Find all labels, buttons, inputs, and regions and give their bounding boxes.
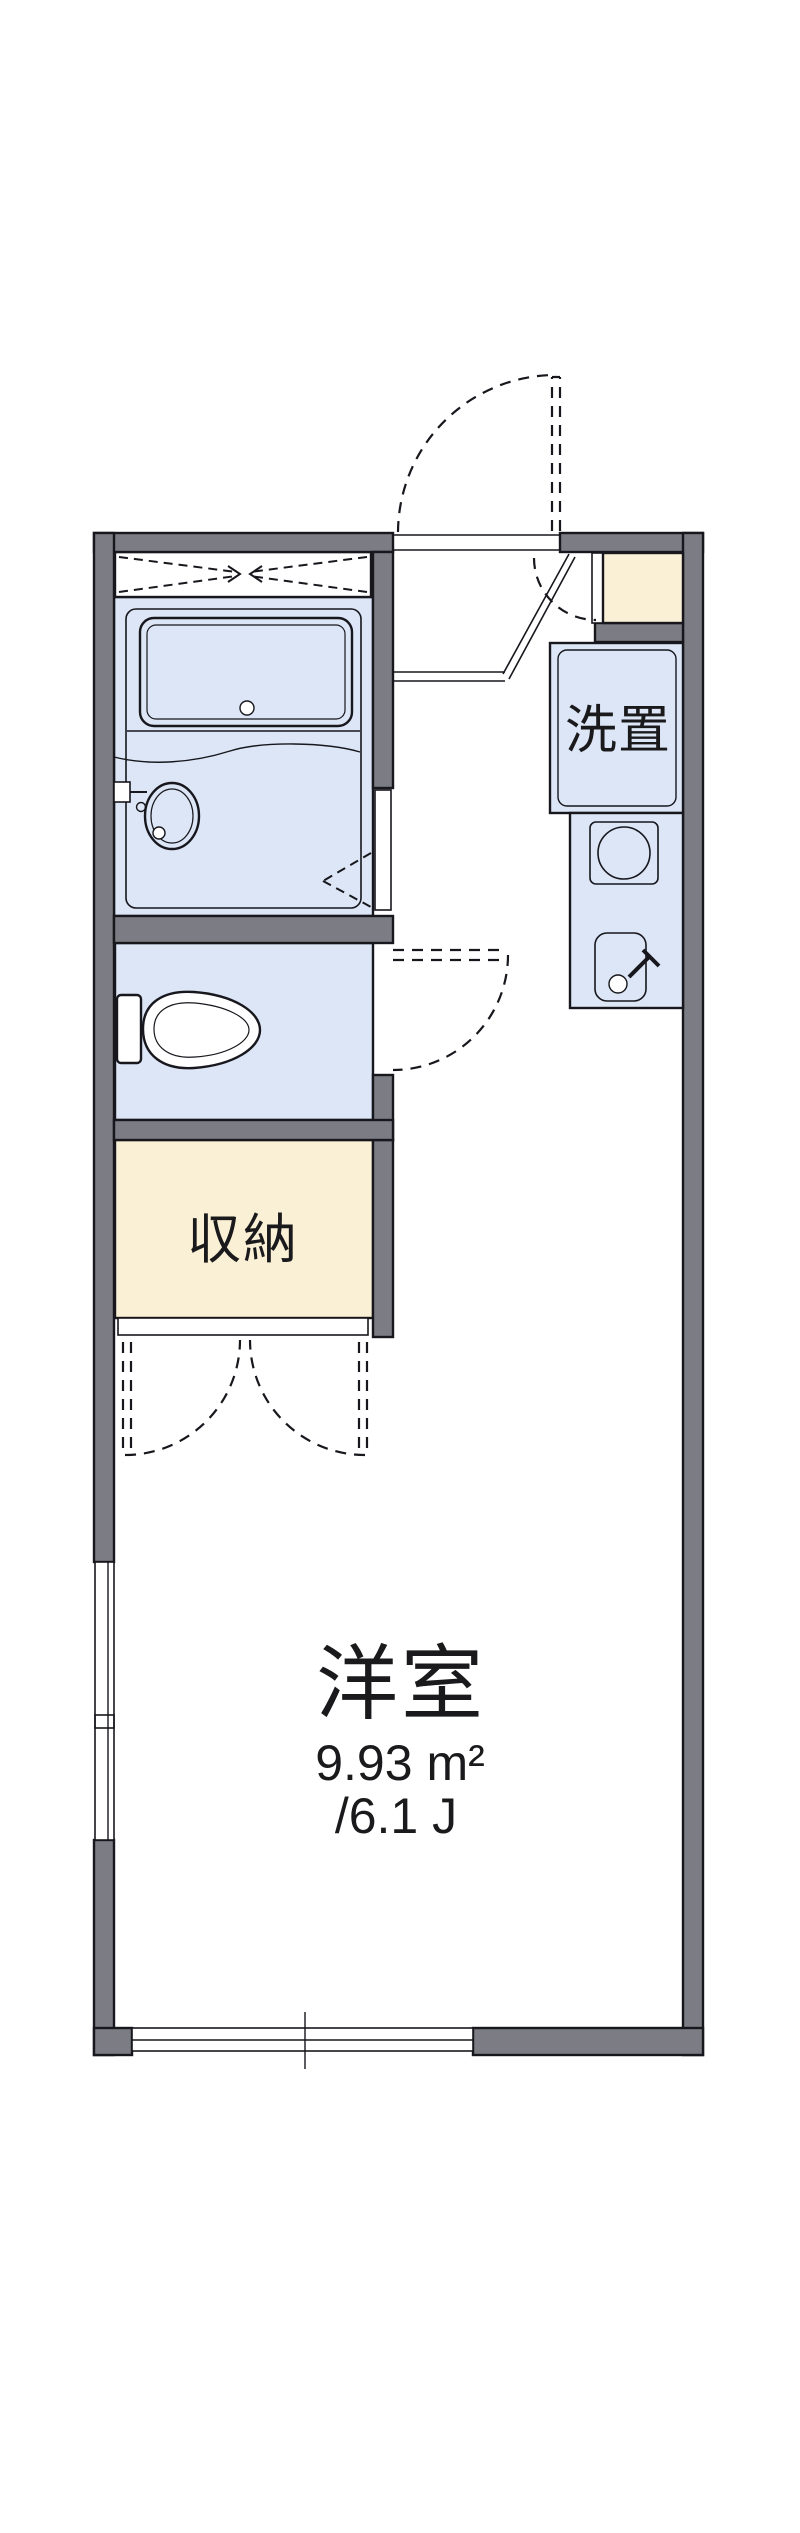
window-left-separator [94,1714,115,1729]
chevron-right-icon [227,565,242,583]
closet-door-swing-icon [248,1339,366,1457]
window-left-frame [94,1561,115,1841]
shoe-cabinet-door-swing-icon [532,557,597,622]
toilet-bowl-inner-line [153,1002,250,1058]
partition-closet-corridor [371,1138,395,1339]
outer-wall-top-left [92,531,395,554]
closet-threshold [117,1317,369,1336]
bath-overhead-unit-box [113,550,373,599]
stove-burner-ring-icon [597,826,651,880]
washbasin-drain-icon [152,826,166,840]
laundry-box-inner [557,649,677,807]
main-room-area-tatami: /6.1 J [335,1788,457,1844]
laundry-space [548,641,685,815]
walls [92,531,705,2057]
toilet-door-swing-icon [392,954,510,1072]
closet-floor [113,1138,375,1320]
bath-overhead-dash [118,575,237,593]
closet-label: 収納 [187,1210,299,1270]
bath-overhead-unit-icon [113,550,373,599]
entrance-door [393,373,562,551]
bathroom-unit [113,608,362,909]
shoe-cabinet-body [601,551,685,625]
bathtub-drain-icon [239,700,255,716]
bathroom-door-panel [374,789,392,911]
kitchen-faucet-icon [641,948,661,968]
washbasin-icon [143,781,201,851]
chevron-left-icon [248,565,263,583]
outer-wall-top-right [558,531,705,554]
window-bottom-icon [131,2012,474,2069]
entrance-door-swing-icon [396,373,557,533]
partition-bath-toilet [112,914,395,945]
laundry-label: 洗置 [565,702,671,760]
window-left-icon [94,1561,115,1841]
bathtub-icon [138,616,354,728]
bathtub-inner-line [146,624,346,720]
bath-overhead-dash [249,556,368,573]
bath-overhead-dash [118,556,237,573]
outer-wall-bottom-left [92,2026,134,2057]
closet-doors [117,1317,369,1457]
bath-overhead-dash [249,575,368,593]
sink-drain-icon [608,974,628,994]
main-room-area-sqm: 9.93 m² [315,1735,485,1791]
washbasin-counter-line [113,743,361,763]
outer-wall-left-lower [92,1838,116,2057]
bath-faucet-icon [113,781,131,803]
genkan-line-diagonal [502,553,570,675]
washbasin-inner-line [150,788,194,844]
shoe-cabinet [532,551,685,625]
bathroom-floor [112,595,375,918]
kitchen-counter [568,811,685,1010]
kitchen-faucet-icon [627,954,652,979]
shoe-cabinet-door [591,552,604,624]
genkan-line-diagonal [508,556,576,680]
closet-door-swing-icon [124,1339,242,1457]
bathroom-door-fold-line [322,852,372,882]
stove-burner-icon [589,821,659,885]
bathroom-unit-border [125,608,362,909]
kitchen-counter-body [568,811,685,1010]
toilet-icon [115,990,262,1070]
outer-wall-right [681,531,705,2057]
toilet-tank-icon [115,993,143,1065]
bathroom-door-fold-line [322,880,372,908]
outer-wall-left-upper [92,531,116,1564]
partition-bath-corridor [371,550,395,790]
bath-faucet-knob-icon [135,801,147,813]
toilet-door [392,948,510,1072]
partition-toilet-closet [112,1118,395,1142]
main-room-label: 洋室 [316,1639,486,1730]
laundry-box [548,641,685,815]
genkan-step-line [393,553,576,682]
outer-wall-bottom-right [471,2026,705,2057]
partition-shoe-cabinet-stub [593,621,685,644]
kitchen-sink-icon [594,932,647,1002]
bathroom-folding-door-icon [322,789,392,911]
